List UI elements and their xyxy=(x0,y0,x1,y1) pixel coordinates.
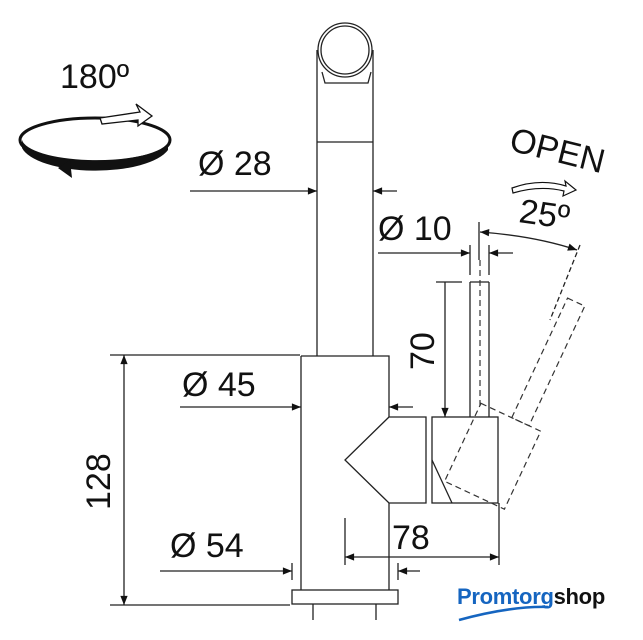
logo-swoosh xyxy=(458,605,549,622)
height-128-label: 128 xyxy=(80,453,118,510)
dimension-lines xyxy=(110,187,581,606)
logo-text-primary: Promtorg xyxy=(457,584,554,609)
width-78-label: 78 xyxy=(392,519,430,557)
diameter-28-label: Ø 28 xyxy=(198,145,272,183)
angle-25-label: 25º xyxy=(517,192,572,237)
handle-open-position xyxy=(443,297,586,510)
open-arrow-icon xyxy=(511,179,578,198)
rotation-label: 180º xyxy=(60,58,129,96)
rotate-180-icon xyxy=(18,103,172,178)
diameter-54-label: Ø 54 xyxy=(170,527,244,565)
open-label: OPEN xyxy=(506,121,609,181)
diameter-45-label: Ø 45 xyxy=(182,366,256,404)
height-70-label: 70 xyxy=(404,332,442,370)
logo-text-secondary: shop xyxy=(553,584,606,609)
faucet-body xyxy=(291,355,399,620)
diameter-10-label: Ø 10 xyxy=(378,210,452,248)
brand-logo: Promtorgshop xyxy=(457,584,605,610)
spout xyxy=(316,22,374,356)
handle xyxy=(344,260,499,504)
